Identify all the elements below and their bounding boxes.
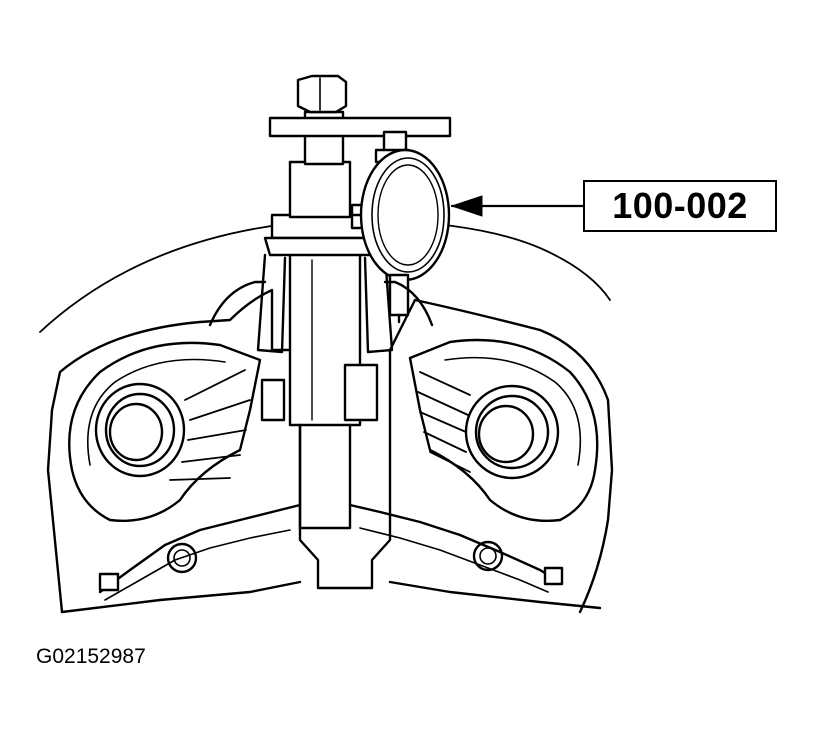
left-bearing-inner (108, 402, 164, 462)
left-pivot-ring (166, 542, 198, 574)
housing-base (60, 580, 602, 614)
dial-indicator-icon (350, 130, 451, 324)
t-handle (268, 116, 452, 138)
side-block-left (260, 378, 286, 422)
right-ribs (417, 371, 471, 473)
left-bearing-mid (104, 392, 176, 468)
housing-shoulder-right (363, 253, 394, 354)
figure-id: G02152987 (36, 645, 146, 668)
right-bearing-mid (474, 394, 550, 470)
hex-nut (296, 74, 348, 114)
left-bowl (68, 341, 262, 522)
shaft-lower (298, 423, 352, 530)
upper-right-well (383, 280, 434, 327)
housing-outline (46, 288, 614, 614)
left-bowl-inner (87, 358, 226, 466)
side-block-right (343, 363, 379, 422)
right-pivot-ring (472, 540, 504, 572)
left-fastener (98, 572, 120, 592)
right-bowl (408, 338, 599, 522)
upper-left-well (208, 280, 267, 327)
housing-shoulder-left (256, 253, 287, 354)
lower-right-linkage (348, 503, 562, 584)
callout-arrowhead (451, 195, 483, 217)
right-bearing-inner (477, 404, 535, 464)
callout-box: 100-002 (583, 180, 777, 232)
lower-left-linkage (98, 503, 302, 594)
left-bearing-outer (94, 382, 186, 478)
spindle-body (288, 160, 352, 219)
right-bowl-inner (444, 356, 582, 466)
right-fastener (543, 566, 564, 586)
left-ribs (169, 369, 251, 481)
callout-label: 100-002 (612, 185, 748, 226)
